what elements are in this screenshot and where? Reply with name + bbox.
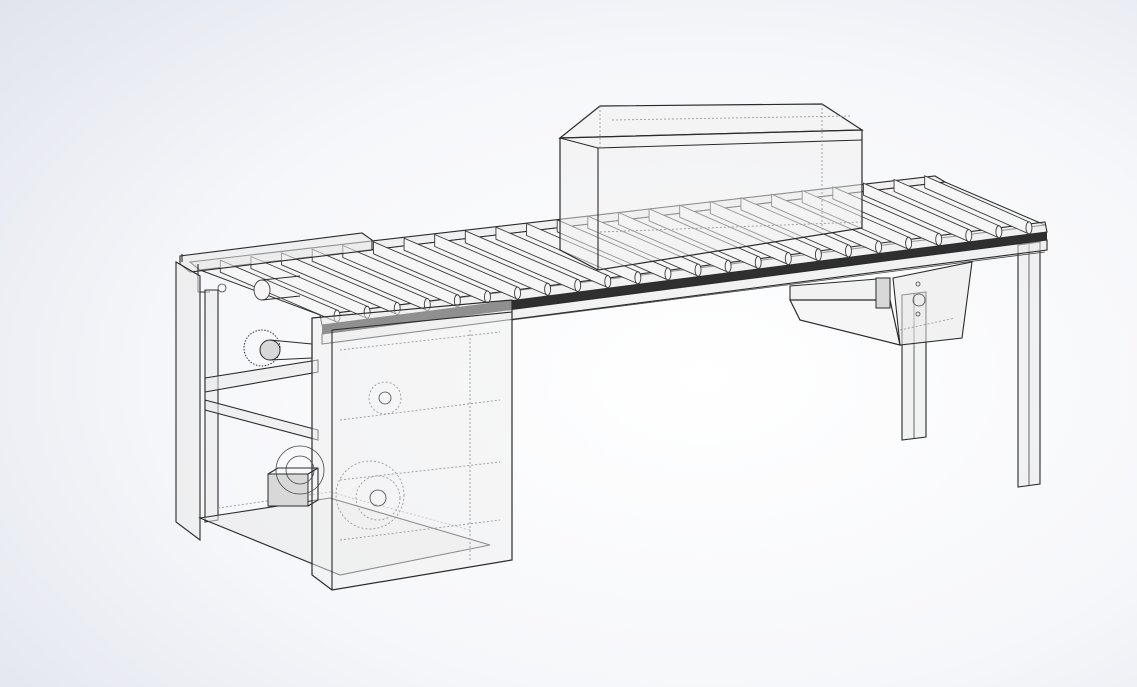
front-right-leg bbox=[1017, 241, 1041, 488]
roller bbox=[862, 182, 973, 243]
product-box bbox=[558, 103, 864, 271]
roller bbox=[924, 175, 1033, 235]
roller bbox=[464, 230, 582, 293]
mid-sprocket bbox=[368, 381, 402, 415]
roller bbox=[495, 226, 612, 289]
end-roller-shaft bbox=[217, 275, 301, 301]
drive-frame bbox=[175, 232, 513, 591]
roller bbox=[893, 178, 1003, 239]
driven-sprocket bbox=[335, 460, 405, 530]
large-sprocket bbox=[275, 445, 325, 495]
upper-sprocket bbox=[243, 329, 313, 367]
roller bbox=[434, 233, 552, 296]
drive-motor bbox=[267, 467, 319, 507]
roller bbox=[403, 237, 521, 300]
control-box bbox=[789, 261, 973, 346]
